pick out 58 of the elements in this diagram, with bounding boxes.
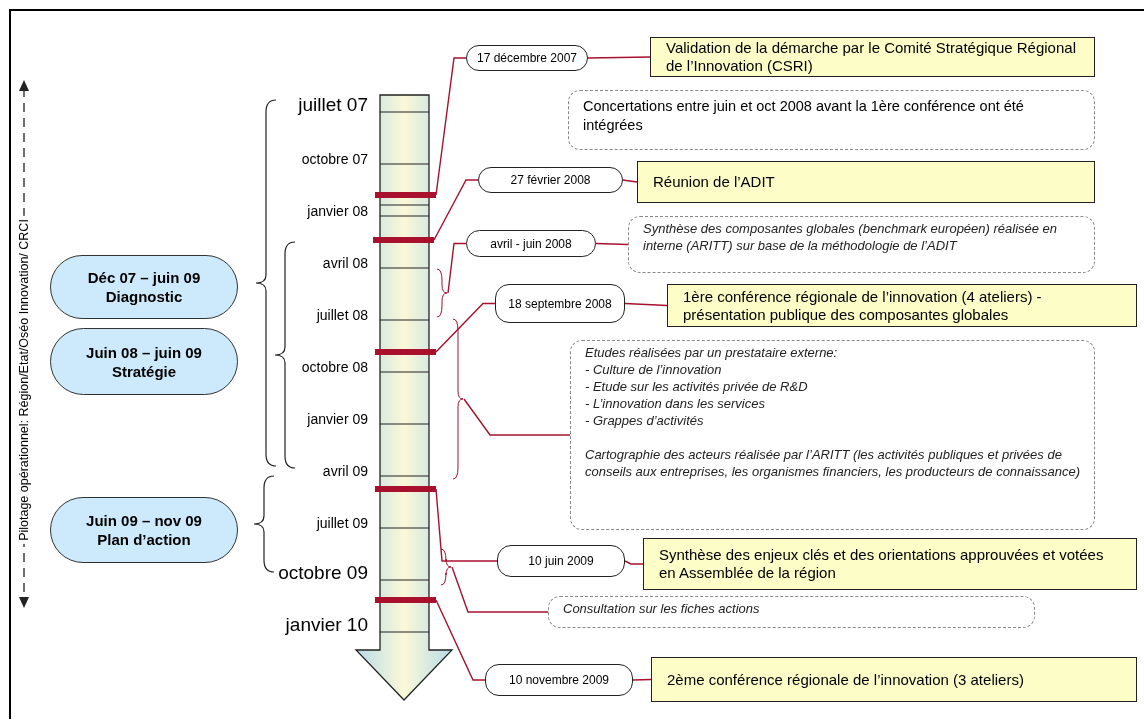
event-box: Synthèse des enjeux clés et des orientations approuvées et votées en Assemblée de la région bbox=[643, 538, 1137, 590]
phase-dates: Juin 09 – nov 09 bbox=[86, 511, 202, 530]
date-pill: 17 décembre 2007 bbox=[466, 45, 588, 71]
event-box: 1ère conférence régionale de l’innovation (4 ateliers) - présentation publique des composantes globales bbox=[667, 284, 1137, 327]
date-pill: avril - juin 2008 bbox=[466, 230, 596, 257]
date-pill: 18 septembre 2008 bbox=[495, 284, 625, 323]
connector-line bbox=[435, 599, 486, 681]
connector-line bbox=[463, 398, 571, 436]
month-label: octobre 07 bbox=[301, 150, 368, 167]
connector-line bbox=[622, 179, 638, 183]
phase-name: Plan d’action bbox=[97, 530, 191, 549]
connector-line bbox=[632, 678, 652, 681]
note-box: Concertations entre juin et oct 2008 avant la 1ère conférence ont été intégrées bbox=[568, 90, 1095, 150]
phase-name: Stratégie bbox=[111, 361, 177, 381]
marker-bar bbox=[375, 349, 436, 355]
month-label: juillet 09 bbox=[316, 514, 368, 531]
brace bbox=[452, 318, 464, 480]
brace bbox=[436, 268, 448, 318]
axis-label: Pilotage opérationnel: Région/Etat/Oséo Innovation/ CRCI bbox=[17, 216, 31, 544]
connector-line bbox=[624, 560, 644, 565]
event-box: Validation de la démarche par le Comité Stratégique Régional de l’Innovation (CSRI) bbox=[650, 37, 1095, 77]
month-label: janvier 08 bbox=[307, 202, 368, 219]
phase-name: Diagnostic bbox=[105, 287, 183, 306]
event-box: 2ème conférence régionale de l’innovation (3 ateliers) bbox=[651, 657, 1137, 702]
connector-line bbox=[447, 242, 467, 294]
connector-line bbox=[587, 56, 651, 59]
brace bbox=[440, 548, 452, 586]
note-box: Synthèse des composantes globales (benchmark européen) réalisée en interne (ARITT) sur base de la méthodologie de l’ADIT bbox=[628, 216, 1095, 273]
event-box: Réunion de l’ADIT bbox=[637, 161, 1095, 203]
marker-bar bbox=[375, 192, 436, 198]
month-label: avril 08 bbox=[322, 254, 368, 271]
connector-line bbox=[595, 242, 629, 246]
note-text: Cartographie des acteurs réalisée par l’ARITT (les activités publiques et privées de conseils aux entreprises, les organismes financiers, les producteurs de connaissance) bbox=[585, 446, 1081, 480]
connector-line bbox=[624, 302, 668, 307]
month-label: octobre 08 bbox=[301, 358, 368, 375]
connector-line bbox=[451, 566, 549, 613]
date-pill: 27 février 2008 bbox=[478, 167, 623, 193]
note-box bbox=[570, 340, 1095, 530]
connector-line bbox=[435, 302, 496, 353]
list-item: - L’innovation dans les services bbox=[585, 395, 766, 412]
note-box: Consultation sur les fiches actions bbox=[548, 596, 1035, 628]
marker-bar bbox=[373, 237, 434, 243]
list-item: - Grappes d’activités bbox=[585, 412, 705, 429]
phase-dates: Juin 08 – juin 09 bbox=[86, 342, 202, 362]
list-item: - Culture de l’innovation bbox=[585, 361, 723, 378]
connector-line bbox=[435, 488, 498, 562]
connector-line bbox=[435, 57, 467, 196]
date-pill: 10 novembre 2009 bbox=[485, 664, 633, 696]
month-label: avril 09 bbox=[322, 462, 368, 479]
list-item: - Etude sur les activités privée de R&D bbox=[585, 378, 809, 395]
note-text: Etudes réalisées par un prestataire externe: bbox=[585, 344, 839, 361]
date-pill: 10 juin 2009 bbox=[497, 545, 625, 577]
phase-dates: Déc 07 – juin 09 bbox=[87, 268, 201, 287]
marker-bar bbox=[375, 597, 436, 603]
connector-line bbox=[433, 179, 479, 241]
marker-bar bbox=[375, 486, 436, 492]
month-label: juillet 08 bbox=[316, 306, 368, 323]
month-label: janvier 09 bbox=[307, 410, 368, 427]
